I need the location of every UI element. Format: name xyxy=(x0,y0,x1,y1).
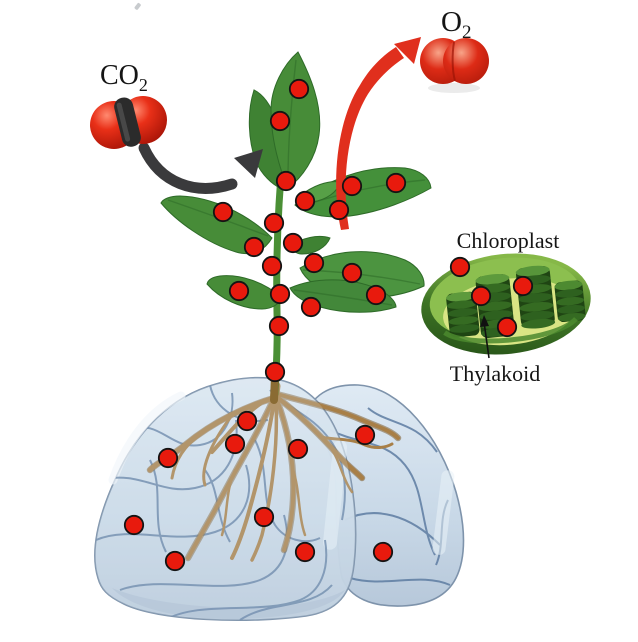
molecule-dot xyxy=(261,255,283,277)
molecule-dot xyxy=(385,172,407,194)
molecule-dot xyxy=(341,175,363,197)
molecule-dot xyxy=(512,275,534,297)
molecule-dot xyxy=(253,506,275,528)
molecule-dot xyxy=(449,256,471,278)
chloroplast-dots xyxy=(449,256,534,338)
chloroplast-front-lip xyxy=(443,316,578,344)
molecule-dot xyxy=(328,199,350,221)
molecule-dot xyxy=(269,110,291,132)
chloroplast-label: Chloroplast xyxy=(457,228,560,253)
molecule-dot xyxy=(303,252,325,274)
thylakoid-label: Thylakoid xyxy=(450,361,540,386)
granum xyxy=(554,280,586,323)
molecule-dots-layer xyxy=(123,78,534,572)
granum xyxy=(515,265,556,329)
molecule-dot xyxy=(224,433,246,455)
stray-mark xyxy=(134,3,141,10)
thylakoid-pointer-arrow xyxy=(483,321,490,359)
molecule-dot xyxy=(300,296,322,318)
molecule-dot xyxy=(268,315,290,337)
plant xyxy=(160,51,432,404)
chloroplast-inset: Chloroplast Thylakoid xyxy=(421,228,591,386)
molecule-dot xyxy=(243,236,265,258)
soil-mound xyxy=(94,376,465,622)
molecule-dot xyxy=(496,316,518,338)
granum xyxy=(446,291,480,338)
molecule-dot xyxy=(228,280,250,302)
molecule-dot xyxy=(269,283,291,305)
co2-label: CO2 xyxy=(100,60,148,95)
co2-arrowhead xyxy=(234,149,263,178)
molecule-dot xyxy=(164,550,186,572)
soil-dots xyxy=(123,410,394,572)
molecule-dot xyxy=(123,514,145,536)
gel-overlay xyxy=(94,377,356,621)
molecule-dot xyxy=(354,424,376,446)
molecule-dot xyxy=(372,541,394,563)
plant-dots xyxy=(212,78,407,383)
co2-group: CO2 xyxy=(90,60,263,194)
molecule-dot xyxy=(263,212,285,234)
molecule-dot xyxy=(236,410,258,432)
molecule-dot xyxy=(341,262,363,284)
thylakoid-pointer-arrowhead xyxy=(480,315,489,327)
o2-label: O2 xyxy=(441,6,471,43)
molecule-dot xyxy=(157,447,179,469)
molecule-dot xyxy=(365,284,387,306)
o2-molecule xyxy=(420,38,489,93)
gloss-highlight xyxy=(108,391,186,485)
molecule-dot xyxy=(470,285,492,307)
molecule-dot xyxy=(275,170,297,192)
o2-arrowhead xyxy=(394,37,421,64)
molecule-dot xyxy=(294,541,316,563)
molecule-dot xyxy=(294,190,316,212)
gloss-highlight xyxy=(432,470,455,555)
o2-shadow xyxy=(428,83,480,93)
molecule-dot xyxy=(287,438,309,460)
molecule-dot xyxy=(282,232,304,254)
co2-intake-arrow xyxy=(138,142,238,194)
co2-molecule xyxy=(90,96,167,149)
molecule-dot xyxy=(288,78,310,100)
soil-base-shadow xyxy=(112,588,345,620)
molecule-dot xyxy=(264,361,286,383)
molecule-dot xyxy=(212,201,234,223)
